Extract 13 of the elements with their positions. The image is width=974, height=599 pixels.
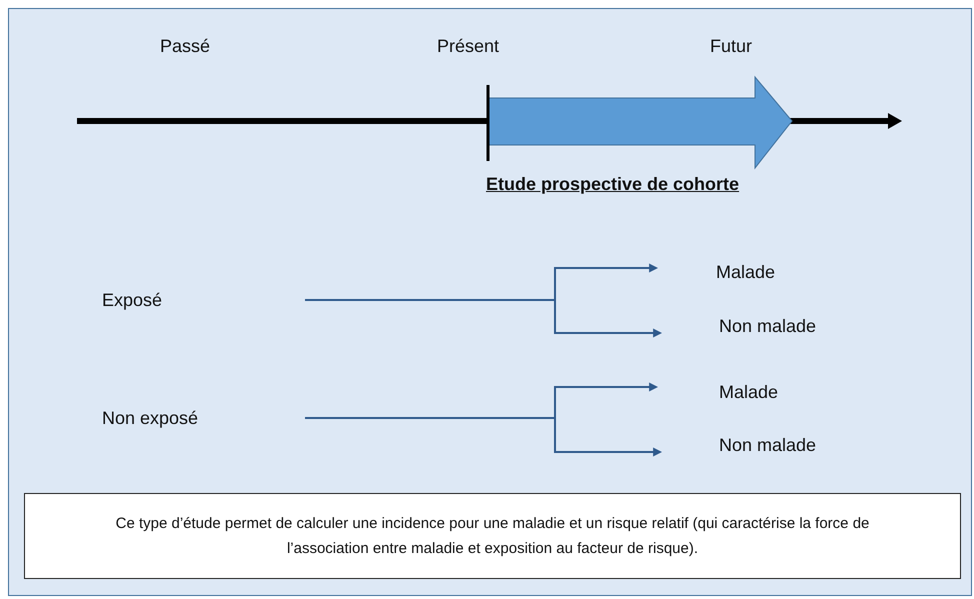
note-box: Ce type d’étude permet de calculer une incidence pour une maladie et un risque relatif (qui caractérise la force de l’association entre maladie et exposition au facteur de risque). bbox=[24, 493, 961, 579]
outcome-label: Non malade bbox=[719, 434, 816, 456]
time-label: Passé bbox=[160, 36, 210, 57]
time-label: Présent bbox=[437, 36, 500, 57]
arrow bbox=[305, 299, 662, 338]
arrow bbox=[305, 417, 662, 456]
study-title: Etude prospective de cohorte bbox=[486, 174, 740, 195]
group-label: Exposé bbox=[102, 289, 162, 311]
outcome-label: Malade bbox=[716, 261, 776, 283]
group-label: Non exposé bbox=[102, 407, 198, 429]
outcome-label: Non malade bbox=[719, 315, 816, 337]
outcome-label: Malade bbox=[719, 381, 778, 403]
time-label: Futur bbox=[710, 36, 752, 57]
